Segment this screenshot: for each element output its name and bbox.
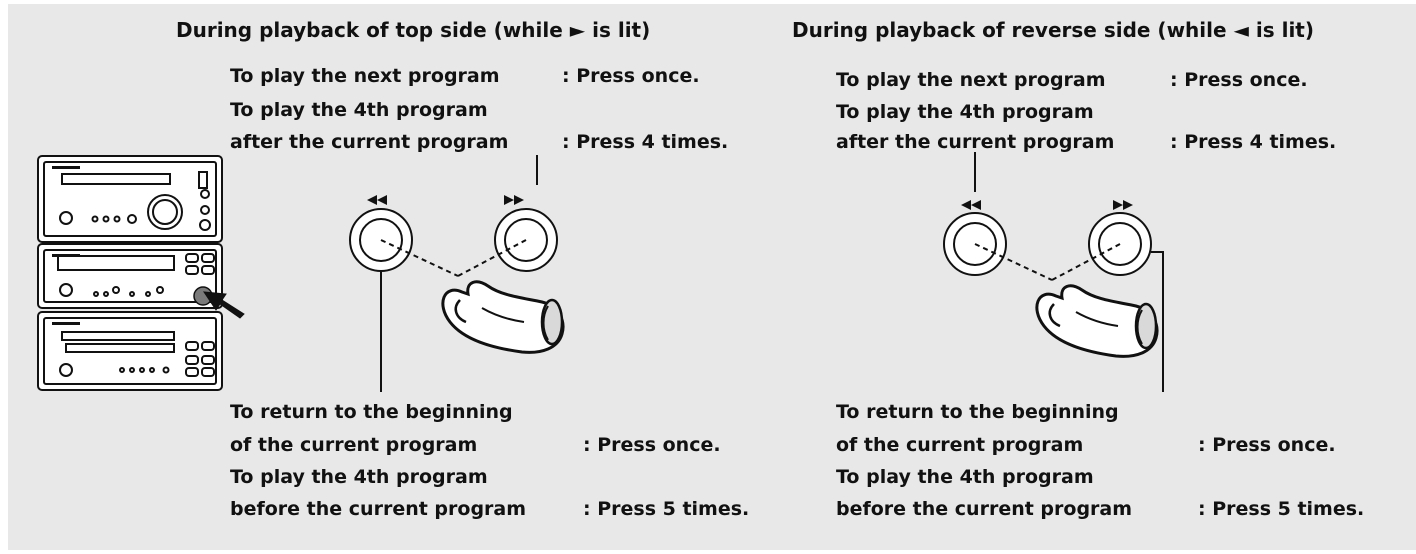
finger-icon <box>441 280 565 354</box>
left-next-label: To play the next program <box>230 65 500 87</box>
right-fourth-after-line2: after the current program <box>836 131 1115 153</box>
left-return-action: : Press once. <box>583 434 721 456</box>
finger-icon <box>1035 284 1159 358</box>
right-heading: During playback of reverse side (while ◄… <box>792 18 1315 42</box>
left-fourth-after-line1: To play the 4th program <box>230 99 488 121</box>
right-next-label: To play the next program <box>836 69 1106 91</box>
right-fourth-after-action: : Press 4 times. <box>1170 131 1337 153</box>
left-return-line2: of the current program <box>230 434 478 456</box>
stereo-unit <box>37 155 223 309</box>
left-fourth-before-line2: before the current program <box>230 498 527 520</box>
left-button-diagram <box>349 155 565 392</box>
right-fourth-after-line1: To play the 4th program <box>836 101 1094 123</box>
right-return-line2: of the current program <box>836 434 1084 456</box>
left-fourth-before-action: : Press 5 times. <box>583 498 750 520</box>
fast-forward-icon <box>504 195 524 205</box>
brand-marks <box>52 166 80 325</box>
left-heading: During playback of top side (while ► is … <box>176 18 651 42</box>
right-return-action: : Press once. <box>1198 434 1336 456</box>
left-fourth-after-action: : Press 4 times. <box>562 131 729 153</box>
left-next-action: : Press once. <box>562 65 700 87</box>
rewind-icon <box>961 200 981 210</box>
left-fourth-after-line2: after the current program <box>230 131 509 153</box>
unit-finger-press <box>193 286 245 319</box>
left-return-line1: To return to the beginning <box>230 401 513 423</box>
fast-forward-icon <box>1113 200 1133 210</box>
right-button-diagram <box>943 152 1164 392</box>
right-fourth-before-line1: To play the 4th program <box>836 466 1094 488</box>
right-return-line1: To return to the beginning <box>836 401 1119 423</box>
diagram-panel <box>8 4 1416 550</box>
right-next-action: : Press once. <box>1170 69 1308 91</box>
left-fourth-before-line1: To play the 4th program <box>230 466 488 488</box>
rewind-icon <box>367 195 387 205</box>
right-fourth-before-action: : Press 5 times. <box>1198 498 1365 520</box>
stereo-unit-lower <box>37 311 223 391</box>
right-fourth-before-line2: before the current program <box>836 498 1133 520</box>
